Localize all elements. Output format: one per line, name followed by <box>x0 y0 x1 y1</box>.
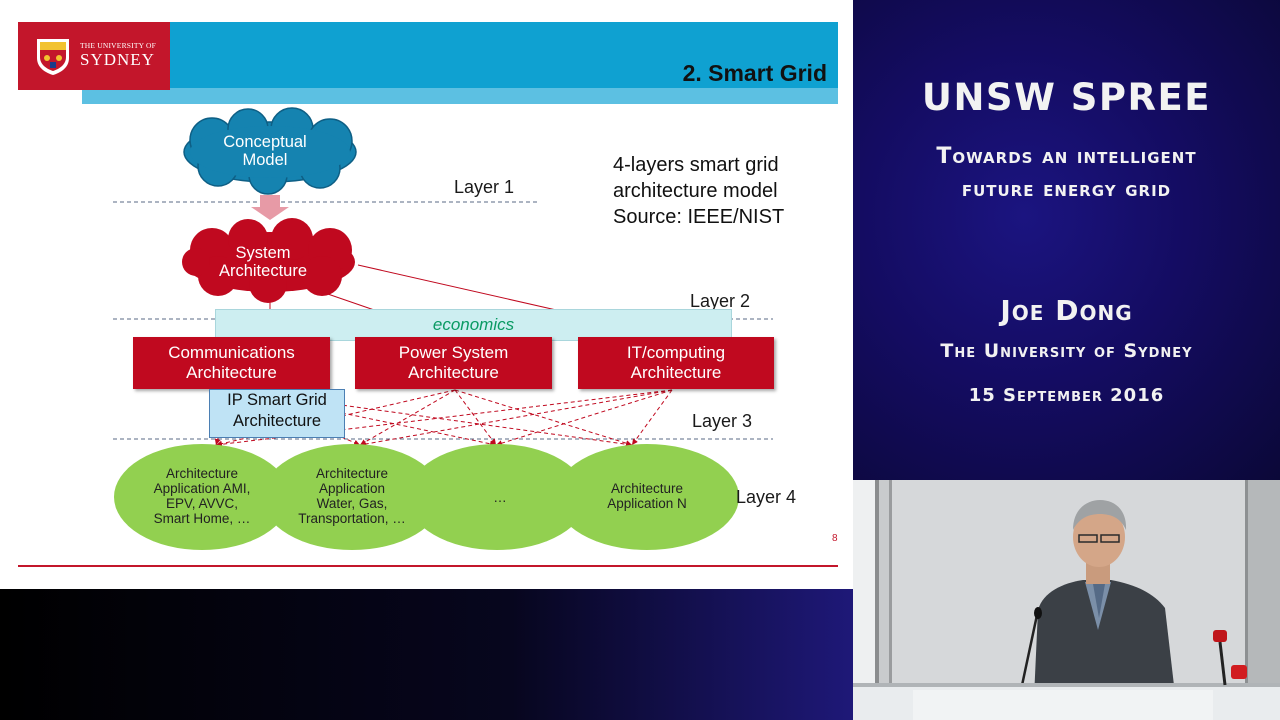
system-architecture-cloud <box>182 218 355 303</box>
conceptual-model-cloud <box>183 107 357 195</box>
slide-header-strip <box>82 88 838 104</box>
application-ellipse-3 <box>407 444 587 550</box>
layer-4-label: Layer 4 <box>736 487 797 507</box>
background-strip <box>0 589 853 720</box>
logo-big-text: SYDNEY <box>80 50 155 69</box>
layer-2-label: Layer 2 <box>690 291 751 311</box>
application-3-label: … <box>493 490 507 505</box>
application-ellipse-4 <box>555 444 739 550</box>
event-date: 15 September 2016 <box>968 385 1165 406</box>
application-ellipse-2 <box>262 444 442 550</box>
talk-subtitle-line: future energy grid <box>961 177 1172 202</box>
link-line <box>357 264 566 313</box>
speaker-video <box>853 480 1280 720</box>
layer-1-label: Layer 1 <box>454 177 515 197</box>
down-arrow-icon <box>251 195 289 220</box>
application-ellipse-1 <box>114 444 290 550</box>
title-panel: UNSW SPREE Towards an intelligent future… <box>853 0 1280 480</box>
speaker-name: Joe Dong <box>1000 294 1133 327</box>
link-line <box>321 291 381 313</box>
talk-subtitle-line: Towards an intelligent <box>936 144 1197 169</box>
slide-title: 2. Smart Grid <box>682 60 827 86</box>
university-logo: THE UNIVERSITY OF SYDNEY <box>18 22 170 90</box>
presentation-slide: 2. Smart Grid THE UNIVERSITY OF SYDNEY <box>0 0 853 589</box>
layer-3-label: Layer 3 <box>692 411 753 431</box>
architecture-diagram <box>113 107 773 550</box>
logo-small-text: THE UNIVERSITY OF <box>80 41 157 50</box>
speaker-video-scene <box>853 480 1280 720</box>
speaker-affiliation: The University of Sydney <box>940 340 1193 362</box>
crest-icon <box>37 39 69 75</box>
diagram-caption: 4-layers smart grid architecture model S… <box>613 152 784 230</box>
event-title: UNSW SPREE <box>921 76 1212 119</box>
caption-line: Source: IEEE/NIST <box>613 206 785 228</box>
page-number: 8 <box>832 533 838 544</box>
caption-line: architecture model <box>613 180 778 202</box>
footer-line <box>18 565 838 567</box>
caption-line: 4-layers smart grid <box>613 154 779 176</box>
